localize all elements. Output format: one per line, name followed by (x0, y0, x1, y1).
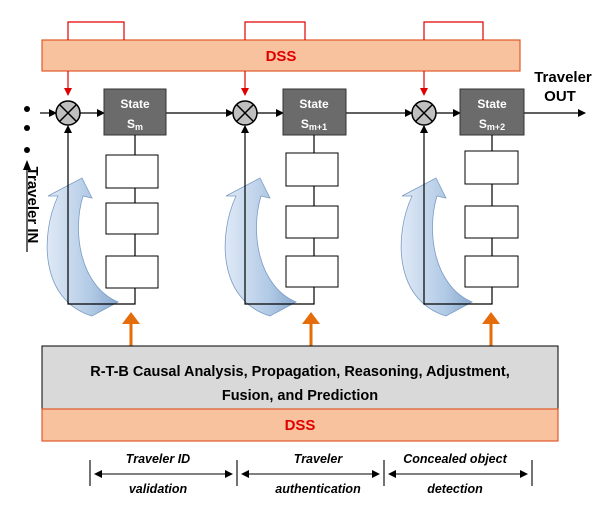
curved-arrow-1 (46, 177, 119, 317)
phase-3-line2: detection (427, 482, 483, 496)
state-box-2 (282, 88, 347, 136)
sub-block-1a (105, 154, 159, 189)
analysis-line2: Fusion, and Prediction (222, 388, 378, 404)
phase-timeline (89, 460, 533, 486)
summing-junction-2 (232, 100, 258, 126)
curved-arrow-3 (400, 177, 473, 317)
state-module-2: State Sm+1 (241, 88, 347, 305)
phase-2-line2: authentication (275, 482, 361, 496)
dss-top-label: DSS (266, 48, 297, 65)
sub-block-2a (285, 152, 339, 187)
dss-feedback-loops (64, 21, 484, 96)
traveler-out-line2: OUT (544, 88, 576, 105)
traveler-out-line1: Traveler (534, 69, 592, 86)
state-module-1: State Sm (64, 88, 167, 305)
sub-block-1c (105, 255, 159, 289)
analysis-box (41, 345, 559, 410)
dss-top-bar (41, 39, 521, 72)
traveler-in-label: Traveler IN (24, 167, 41, 244)
summing-junction-1 (55, 100, 81, 126)
sub-block-2c (285, 255, 339, 288)
phase-1-line2: validation (129, 482, 188, 496)
state-symbol-2: Sm+1 (301, 117, 327, 132)
phase-1-line1: Traveler ID (126, 452, 190, 466)
phase-2-line1: Traveler (294, 452, 344, 466)
sub-block-3b (464, 205, 519, 239)
state-title-2: State (299, 97, 329, 111)
curved-arrow-2 (224, 177, 297, 317)
sub-block-2b (285, 205, 339, 239)
state-box-3 (459, 88, 525, 136)
state-module-3: State Sm+2 (420, 88, 525, 305)
input-dots (24, 106, 30, 153)
state-symbol-1: Sm (127, 117, 143, 132)
summing-junction-3 (411, 100, 437, 126)
state-box-1 (103, 88, 167, 136)
state-symbol-3: Sm+2 (479, 117, 505, 132)
sub-block-1b (105, 202, 159, 235)
sub-block-3c (464, 255, 519, 288)
dss-bottom-label: DSS (285, 417, 316, 434)
phase-3-line1: Concealed object (403, 452, 507, 466)
sub-block-3a (464, 150, 519, 185)
traveler-in-arrowhead (23, 160, 31, 170)
state-title-3: State (477, 97, 507, 111)
state-title-1: State (120, 97, 150, 111)
analysis-line1: R-T-B Causal Analysis, Propagation, Reas… (90, 364, 510, 380)
dss-bottom-bar (41, 408, 559, 442)
